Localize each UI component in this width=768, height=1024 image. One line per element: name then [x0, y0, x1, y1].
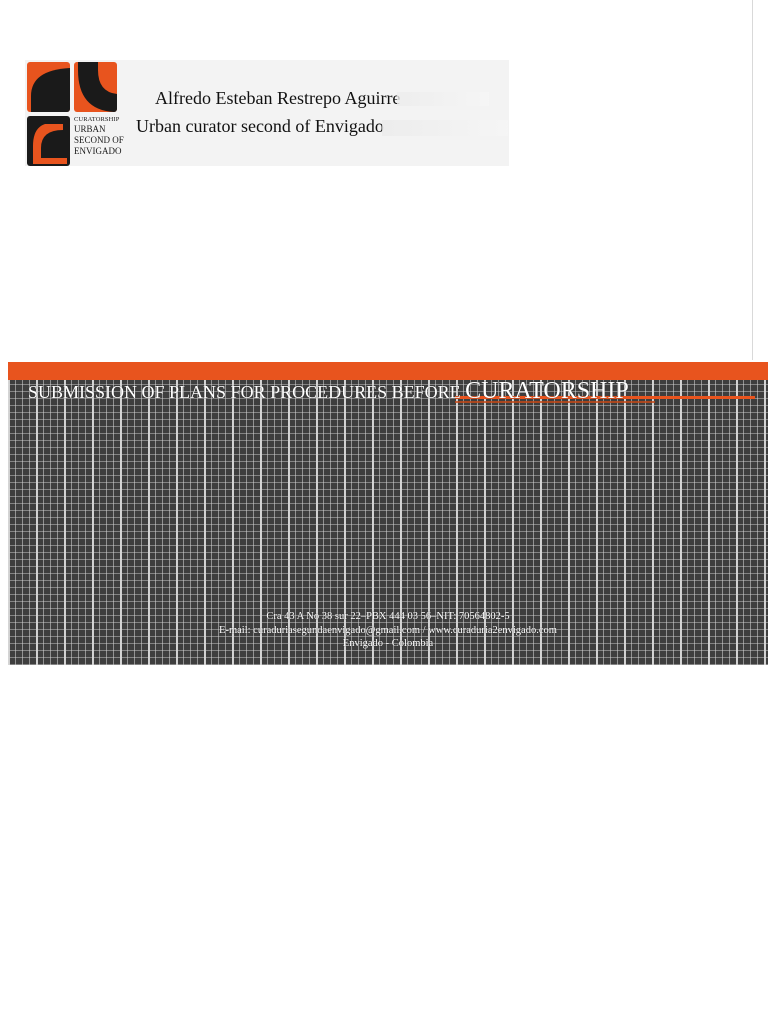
logo-orange-quarter-icon	[27, 62, 70, 112]
banner-accent-bar	[8, 362, 768, 380]
title-banner	[8, 362, 768, 665]
logo-small-text: CURATORSHIP	[74, 116, 120, 123]
banner-title: SUBMISSION OF PLANS FOR PROCEDURES BEFOR…	[28, 378, 629, 405]
banner-accent-line	[455, 401, 655, 403]
contact-email: E-mail: curaduriasegundaenvigado@gmail.c…	[219, 624, 557, 636]
logo-orange-arc-icon	[74, 62, 117, 112]
curatorship-logo: CURATORSHIP URBAN SECOND OF ENVIGADO	[26, 61, 124, 167]
banner-title-lead: SUBMISSION OF PLANS FOR PROCEDURES BEFOR…	[28, 382, 466, 402]
curator-name: Alfredo Esteban Restrepo Aguirre	[155, 88, 401, 108]
contact-info: Cra 43 A No 38 sur 22–PBX 444 03 56–NIT:…	[8, 610, 768, 651]
contact-city: Envigado - Colombia	[342, 638, 434, 649]
logo-line-envigado: ENVIGADO	[74, 146, 122, 156]
banner-title-strong: CURATORSHIP	[465, 378, 629, 404]
banner-accent-line	[455, 396, 755, 399]
page-edge-rule	[752, 0, 753, 360]
faded-text-artifact	[382, 120, 508, 136]
logo-wordmark: CURATORSHIP URBAN SECOND OF ENVIGADO	[74, 116, 124, 157]
logo-line-second-of: SECOND OF	[74, 135, 124, 145]
faded-text-artifact	[397, 92, 489, 106]
contact-address: Cra 43 A No 38 sur 22–PBX 444 03 56–NIT:…	[266, 611, 510, 622]
logo-line-urban: URBAN	[74, 124, 106, 134]
logo-black-tile-icon	[27, 116, 70, 166]
curator-title: Urban curator second of Envigado	[136, 116, 384, 136]
